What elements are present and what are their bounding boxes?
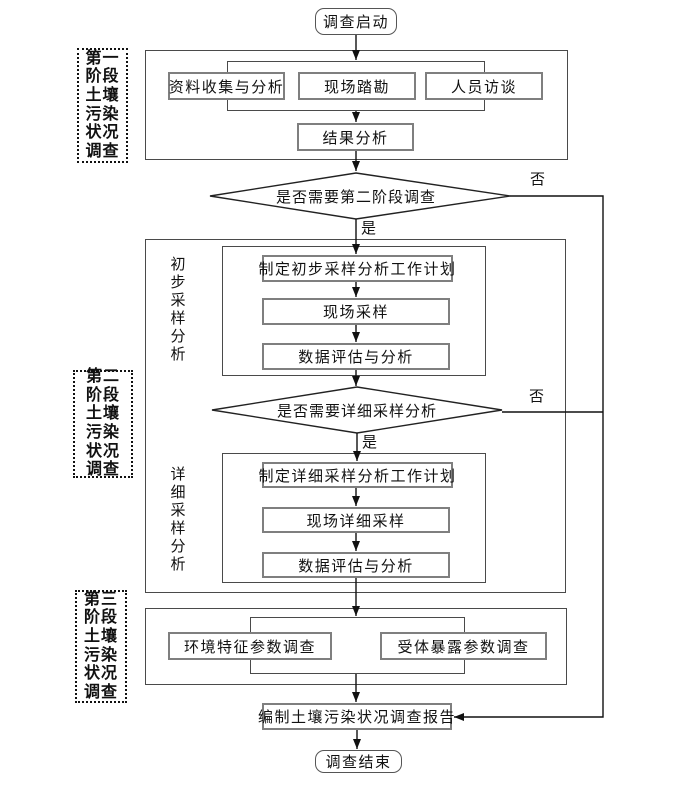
results-analysis-box: 结果分析 [297, 123, 414, 151]
preliminary-sampling-label-text: 初步采样分析 [170, 257, 186, 363]
stage1-side-label: 第一阶段土壤污染状况调查 [77, 48, 128, 163]
end-node: 调查结束 [315, 750, 402, 773]
detailed-sampling-label-text: 详细采样分析 [170, 467, 186, 573]
detailed-field-sampling-box: 现场详细采样 [262, 507, 450, 533]
stage1-side-label-text: 第一阶段土壤污染状况调查 [85, 49, 120, 160]
preliminary-evaluation-box: 数据评估与分析 [262, 343, 450, 370]
decision1-yes-label: 是 [361, 221, 377, 237]
environmental-params-box: 环境特征参数调查 [168, 632, 332, 660]
stage2-side-label-text: 第二阶段土壤污染状况调查 [85, 368, 120, 479]
decision1-no-label: 否 [530, 172, 546, 188]
field-sampling-box: 现场采样 [262, 298, 450, 325]
stage3-side-label-text: 第三阶段土壤污染状况调查 [83, 590, 118, 701]
decision1-question: 是否需要第二阶段调查 [275, 189, 436, 206]
stage3-side-label: 第三阶段土壤污染状况调查 [75, 590, 127, 703]
data-collection-box: 资料收集与分析 [168, 72, 285, 100]
decision2-yes-label: 是 [362, 435, 378, 451]
decision2-question: 是否需要详细采样分析 [276, 403, 437, 420]
preliminary-plan-box: 制定初步采样分析工作计划 [259, 255, 455, 282]
personnel-interviews-box: 人员访谈 [425, 72, 543, 100]
detailed-plan-box: 制定详细采样分析工作计划 [259, 462, 455, 488]
start-node: 调查启动 [315, 8, 397, 35]
site-reconnaissance-box: 现场踏勘 [298, 72, 416, 100]
preliminary-sampling-label: 初步采样分析 [168, 254, 188, 366]
stage2-side-label: 第二阶段土壤污染状况调查 [73, 368, 133, 479]
receptor-exposure-params-box: 受体暴露参数调查 [380, 632, 547, 660]
detailed-evaluation-box: 数据评估与分析 [262, 552, 450, 578]
decision2-no-label: 否 [529, 389, 545, 405]
detailed-sampling-label: 详细采样分析 [168, 464, 188, 576]
report-box: 编制土壤污染状况调查报告 [258, 703, 455, 730]
